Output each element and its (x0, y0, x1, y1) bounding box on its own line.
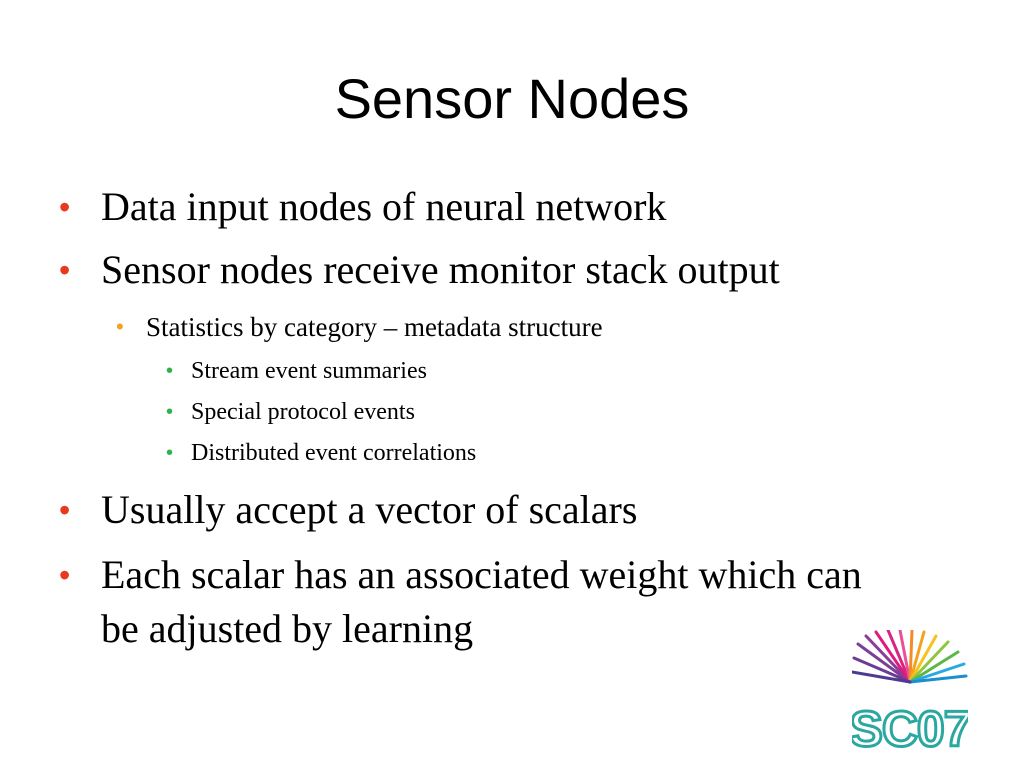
sc07-logo-icon: SC07 (852, 630, 968, 754)
bullet-icon: • (59, 189, 71, 225)
bullet-item-level3: • Distributed event correlations (166, 438, 831, 468)
bullet-item-level3: • Special protocol events (166, 397, 831, 427)
bullet-item-level1: • Data input nodes of neural network (59, 180, 931, 234)
bullet-item-level1: • Usually accept a vector of scalars (59, 483, 931, 537)
bullet-icon: • (116, 314, 124, 339)
bullet-icon: • (59, 252, 71, 288)
bullet-icon: • (59, 492, 71, 528)
bullet-icon: • (59, 557, 71, 593)
bullet-text: Special protocol events (191, 399, 415, 425)
bullet-icon: • (166, 442, 174, 464)
bullet-text: Sensor nodes receive monitor stack outpu… (101, 247, 780, 292)
bullet-text: Distributed event correlations (191, 440, 477, 466)
bullet-text: Stream event summaries (191, 358, 427, 384)
bullet-icon: • (166, 360, 174, 382)
bullet-text: Usually accept a vector of scalars (101, 487, 638, 532)
bullet-text: Each scalar has an associated weight whi… (101, 552, 862, 651)
bullet-item-level3: • Stream event summaries (166, 356, 831, 386)
bullet-text: Statistics by category – metadata struct… (146, 312, 603, 342)
logo-text: SC07 (852, 701, 968, 754)
bullet-text: Data input nodes of neural network (101, 184, 667, 229)
bullet-item-level1: • Each scalar has an associated weight w… (59, 548, 901, 656)
bullet-item-level2: • Statistics by category – metadata stru… (116, 310, 866, 344)
bullet-item-level1: • Sensor nodes receive monitor stack out… (59, 243, 931, 297)
bullet-icon: • (166, 401, 174, 423)
slide-title: Sensor Nodes (334, 67, 690, 130)
